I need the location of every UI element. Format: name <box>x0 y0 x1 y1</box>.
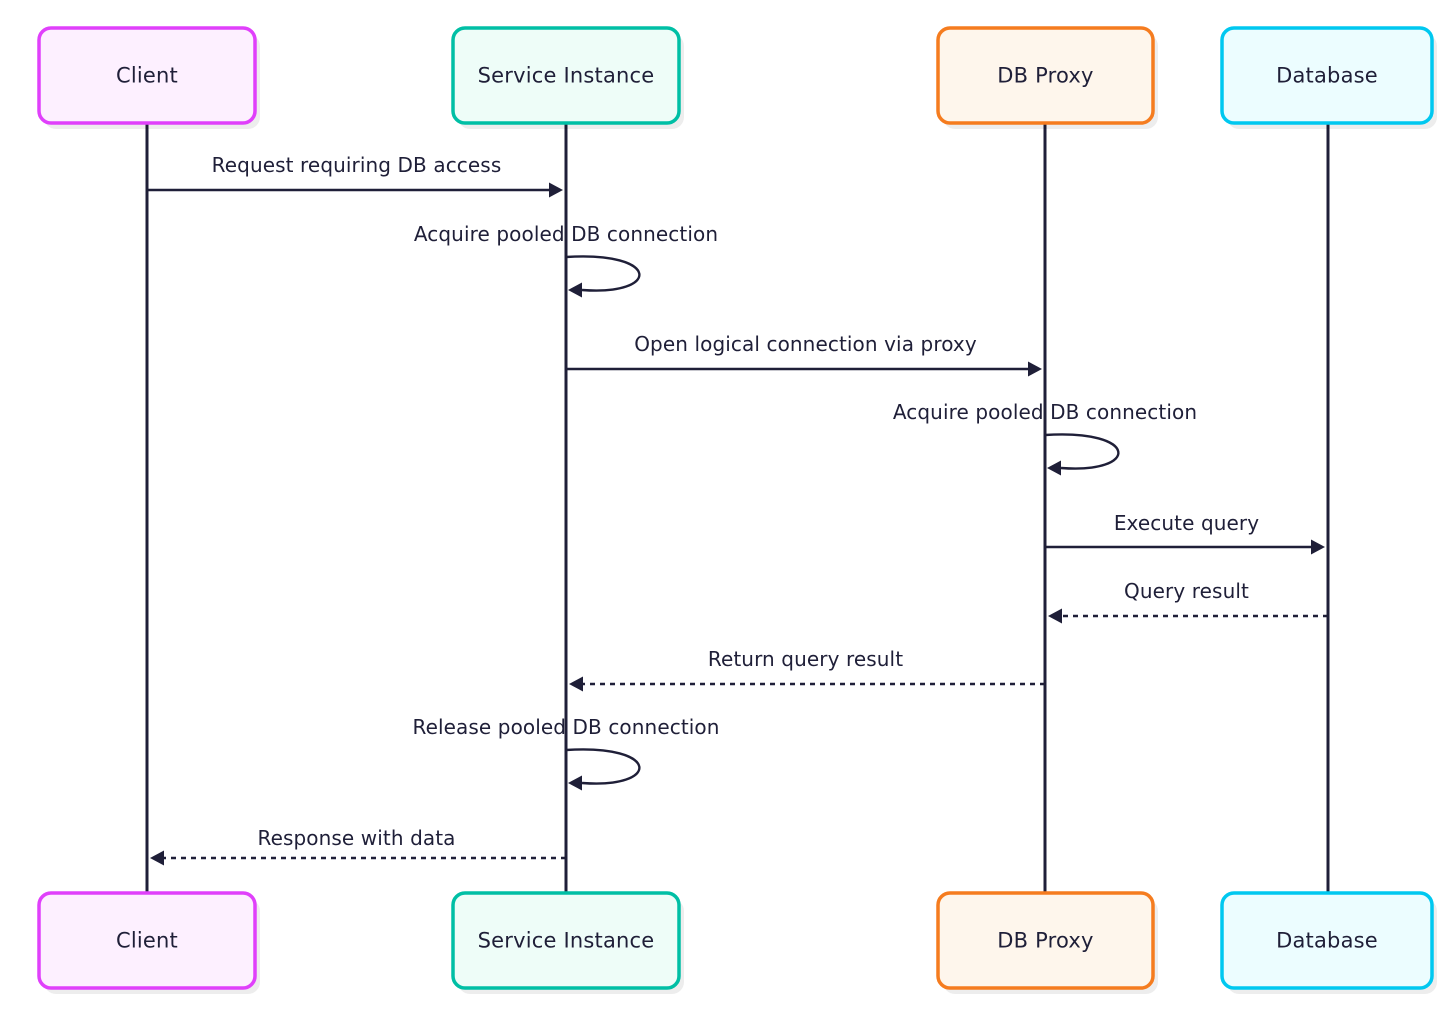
self-loop-path <box>1044 433 1120 470</box>
arrow-head <box>1311 539 1325 555</box>
participant-box[interactable] <box>37 891 257 990</box>
participant-label: Client <box>116 929 178 953</box>
participant-client-top[interactable]: Client <box>37 26 260 129</box>
participant-label: DB Proxy <box>997 929 1093 953</box>
actors-top-layer: Client Service Instance DB Proxy Database <box>37 26 1437 129</box>
message-m9[interactable]: Response with data <box>150 826 566 866</box>
message-m3[interactable]: Open logical connection via proxy <box>566 332 1042 377</box>
message-label: Acquire pooled DB connection <box>893 400 1197 424</box>
message-label: Execute query <box>1114 511 1259 535</box>
message-m1[interactable]: Request requiring DB access <box>147 153 563 198</box>
participant-box[interactable] <box>451 26 681 125</box>
message-label: Response with data <box>257 826 455 850</box>
participant-label: DB Proxy <box>997 64 1093 88</box>
participant-box[interactable] <box>37 26 257 125</box>
participant-label: Service Instance <box>478 929 655 953</box>
arrow-head <box>568 775 582 791</box>
message-label: Release pooled DB connection <box>412 715 719 739</box>
participant-box[interactable] <box>936 26 1155 125</box>
arrow-head <box>150 850 164 866</box>
participant-label: Service Instance <box>478 64 655 88</box>
message-label: Open logical connection via proxy <box>634 332 977 356</box>
arrow-head <box>549 182 563 198</box>
participant-box[interactable] <box>451 891 681 990</box>
participant-client-bottom[interactable]: Client <box>37 891 260 994</box>
arrow-head <box>1048 608 1062 624</box>
arrow-head <box>569 676 583 692</box>
message-m4[interactable]: Acquire pooled DB connection <box>893 400 1197 476</box>
message-label: Return query result <box>708 647 903 671</box>
participant-proxy-top[interactable]: DB Proxy <box>936 26 1158 129</box>
arrow-head <box>568 282 582 298</box>
actors-bottom-layer: Client Service Instance DB Proxy Database <box>37 891 1437 994</box>
message-label: Query result <box>1124 579 1249 603</box>
participant-box[interactable] <box>1220 26 1434 125</box>
message-m2[interactable]: Acquire pooled DB connection <box>414 222 718 298</box>
message-m7[interactable]: Return query result <box>569 647 1045 692</box>
participant-label: Database <box>1276 64 1378 88</box>
message-label: Acquire pooled DB connection <box>414 222 718 246</box>
participant-label: Database <box>1276 929 1378 953</box>
participant-box[interactable] <box>1220 891 1434 990</box>
participant-box[interactable] <box>936 891 1155 990</box>
message-m6[interactable]: Query result <box>1048 579 1328 624</box>
participant-proxy-bottom[interactable]: DB Proxy <box>936 891 1158 994</box>
message-m5[interactable]: Execute query <box>1045 511 1325 555</box>
message-m8[interactable]: Release pooled DB connection <box>412 715 719 791</box>
participant-service-bottom[interactable]: Service Instance <box>451 891 684 994</box>
arrow-head <box>1028 361 1042 377</box>
self-loop-path <box>565 255 641 292</box>
arrow-head <box>1047 460 1061 476</box>
message-label: Request requiring DB access <box>212 153 502 177</box>
participant-label: Client <box>116 64 178 88</box>
participant-service-top[interactable]: Service Instance <box>451 26 684 129</box>
participant-database-bottom[interactable]: Database <box>1220 891 1437 994</box>
participant-database-top[interactable]: Database <box>1220 26 1437 129</box>
lifelines-layer <box>145 123 1330 988</box>
self-loop-path <box>565 748 641 785</box>
